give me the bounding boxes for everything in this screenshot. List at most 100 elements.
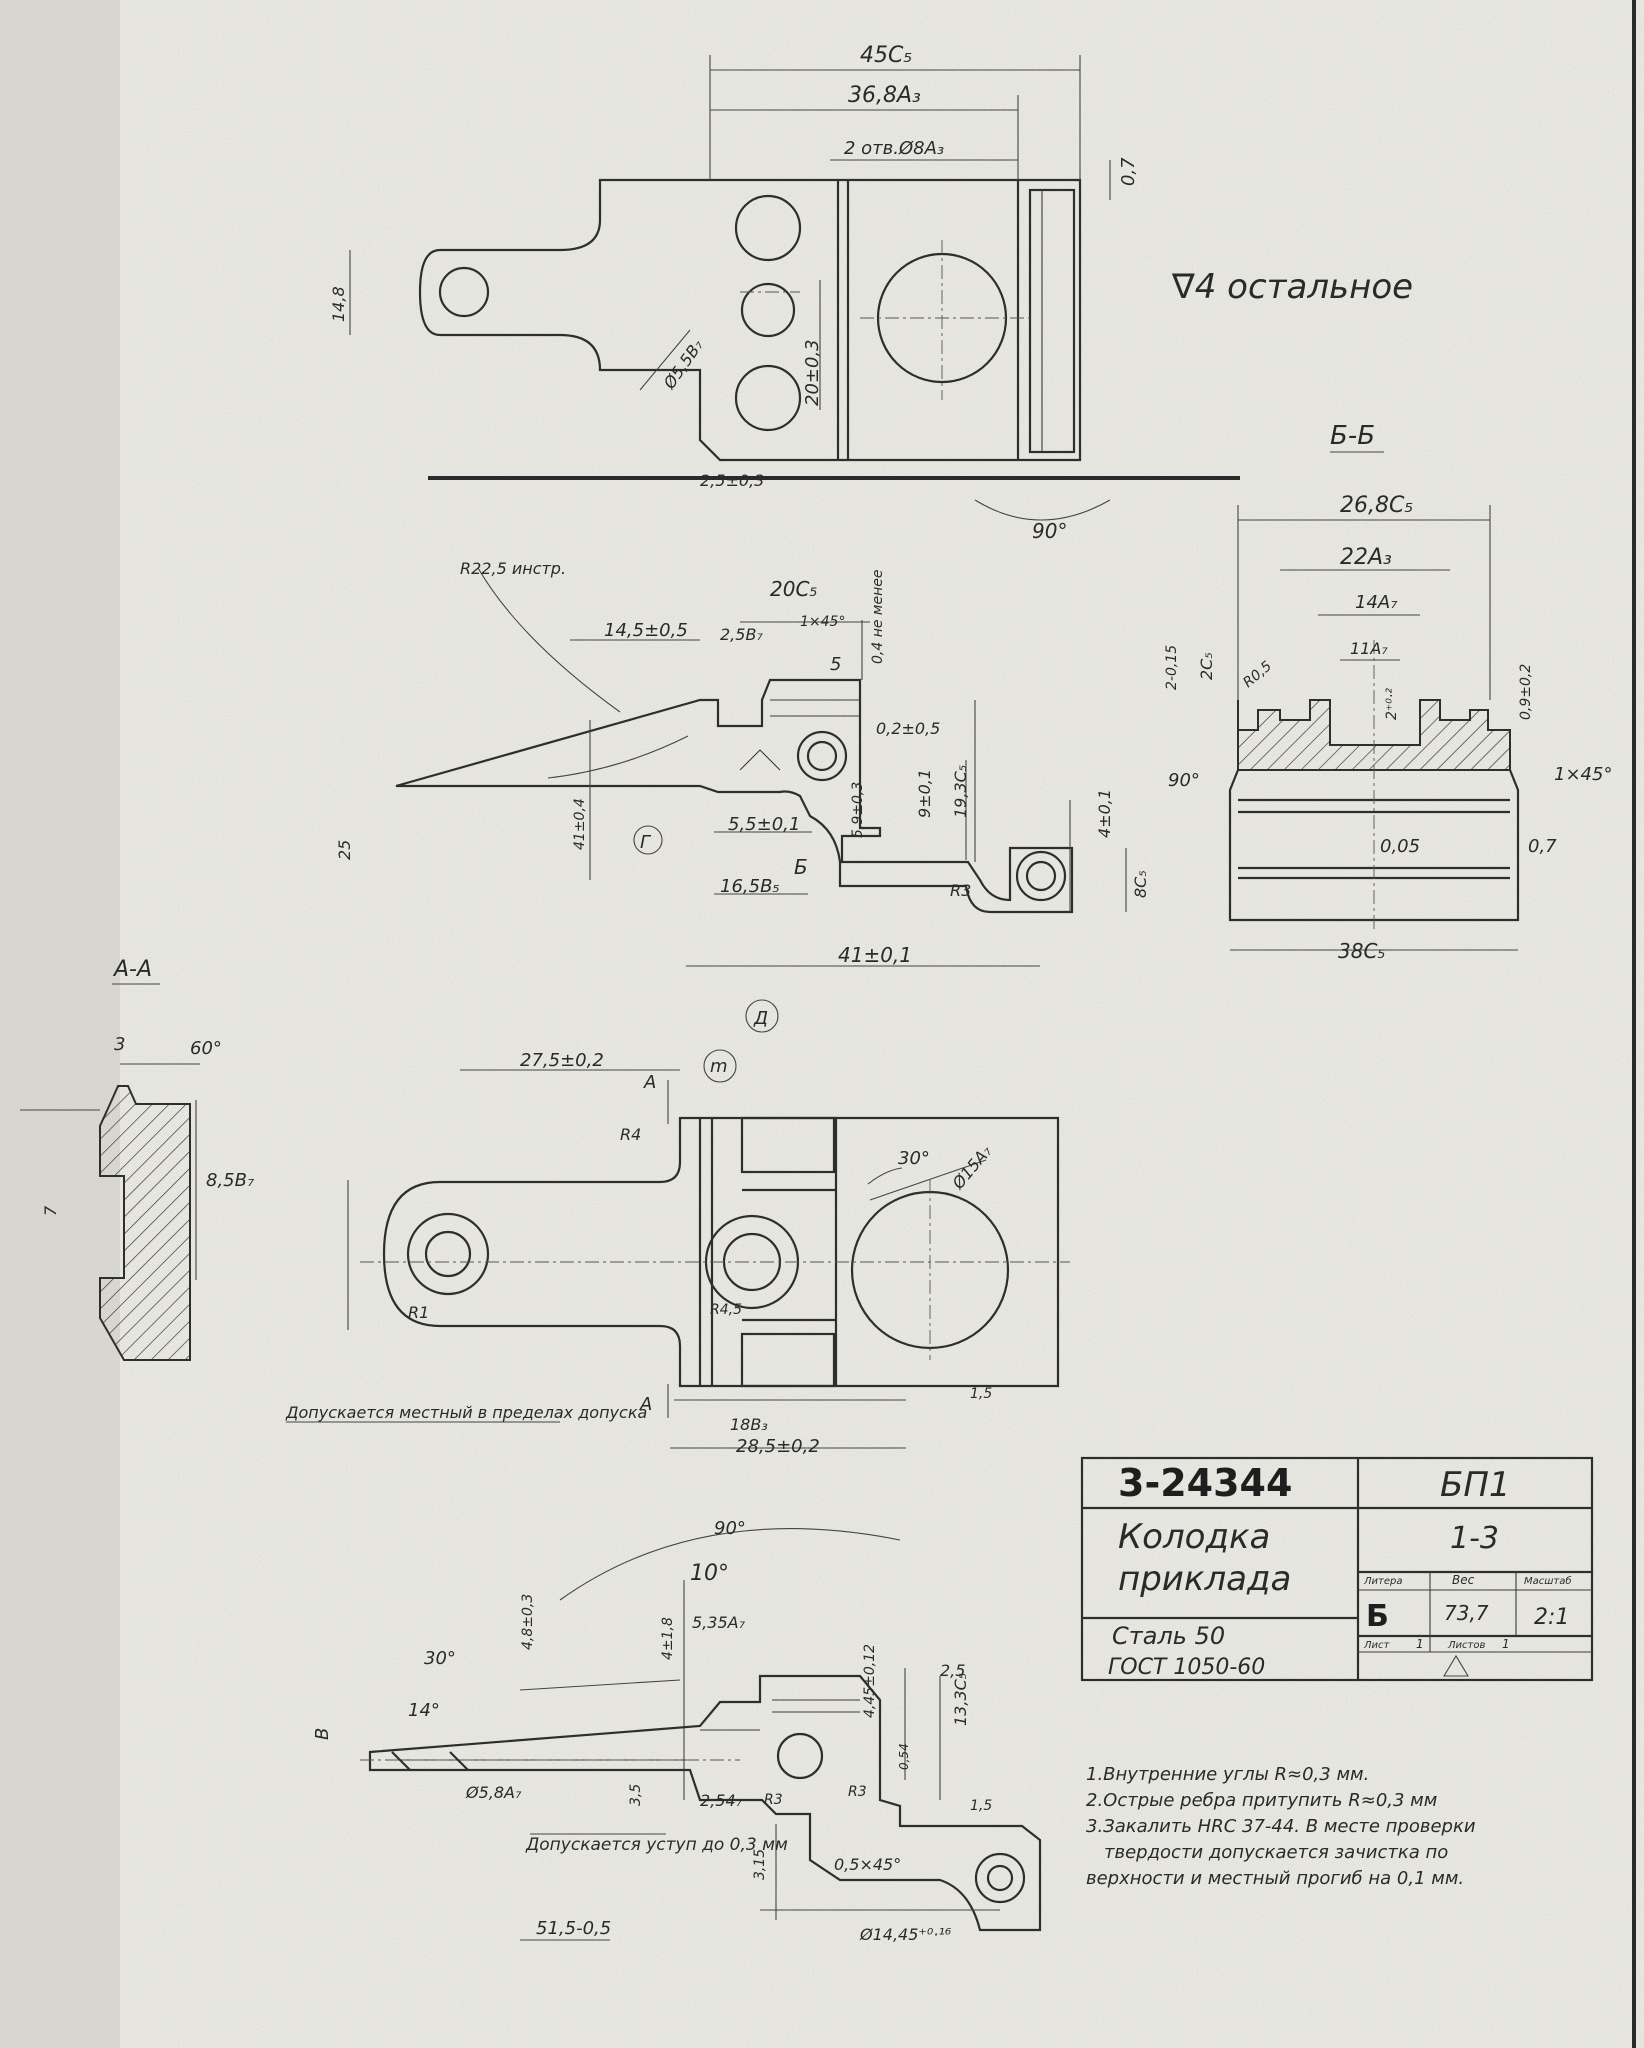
- dim-side-5-9: 5,9±0,3: [850, 782, 866, 838]
- dim-det-4-45: 4,45±0,12: [862, 1644, 878, 1718]
- dim-side-41-1: 41±0,1: [838, 943, 912, 967]
- dim-side-0-4: 0,4 не менее: [870, 570, 886, 665]
- dim-side-5-5: 5,5±0,1: [728, 814, 800, 835]
- dim-plan-30: 30°: [898, 1148, 930, 1169]
- section-bb: [1228, 505, 1520, 951]
- dim-det-3-5: 3,5: [628, 1784, 644, 1806]
- dim-det-2-5: 2,5: [940, 1661, 965, 1680]
- dim-det-0-54: 0,54: [897, 1743, 911, 1770]
- revision-triangle: [1443, 1654, 1469, 1677]
- dim-det-5-8: Ø5,8A₇: [465, 1783, 522, 1802]
- dim-det-r3-a: R3: [764, 1792, 783, 1808]
- dim-top-2-holes: 2 отв.Ø8A₃: [844, 138, 944, 159]
- material-line2: ГОСТ 1050-60: [1108, 1655, 1265, 1680]
- material-line1: Сталь 50: [1112, 1622, 1225, 1650]
- note-line-1: 1.Внутренние углы R≈0,3 мм.: [1086, 1764, 1369, 1785]
- part-name-line2: приклада: [1118, 1559, 1291, 1599]
- dim-plan-28-5: 28,5±0,2: [736, 1436, 820, 1457]
- dim-side-41-4: 41±0,4: [572, 798, 588, 850]
- dim-side-19-3: 19,3C₅: [951, 765, 970, 818]
- top-view: [349, 55, 1111, 462]
- dim-aa-8-5: 8,5B₇: [206, 1170, 255, 1191]
- scale-label: Масштаб: [1524, 1575, 1572, 1587]
- part-name-line1: Колодка: [1118, 1517, 1270, 1557]
- dim-side-chamfer: 1×45°: [800, 614, 845, 630]
- detail-view: [360, 1528, 1042, 1941]
- dim-aa-3: 3: [114, 1034, 125, 1055]
- label-plan-m: m: [710, 1056, 728, 1077]
- dim-bb-2-02: 2⁺⁰·²: [1384, 688, 1400, 720]
- mass-label: Вес: [1452, 1573, 1475, 1587]
- dim-bb-chamfer: 1×45°: [1554, 764, 1612, 785]
- dim-bb-11: 11A₇: [1350, 639, 1388, 658]
- dim-det-2-54: 2,54₇: [700, 1791, 743, 1810]
- dim-plan-1-5: 1,5: [970, 1386, 992, 1402]
- plan-view: [347, 1069, 1070, 1449]
- dim-det-10: 10°: [690, 1561, 729, 1586]
- scale-value: 2:1: [1534, 1605, 1569, 1630]
- dim-bb-14: 14A₇: [1355, 592, 1398, 613]
- sheet-value: 1: [1416, 1637, 1424, 1651]
- dim-det-3-15: 3,15: [752, 1849, 768, 1880]
- dim-side-25: 25: [335, 840, 354, 860]
- label-side-g: Г: [640, 832, 652, 853]
- dim-det-1-5: 1,5: [970, 1798, 992, 1814]
- note-line-5: верхности и местный прогиб на 0,1 мм.: [1086, 1868, 1464, 1889]
- dim-side-0-2: 0,2±0,5: [876, 719, 940, 738]
- dim-bb-26-8: 26,8C₅: [1340, 493, 1413, 518]
- drawing-number: 3-24344: [1118, 1461, 1292, 1505]
- dim-det-30: 30°: [424, 1648, 456, 1669]
- dim-side-16-5: 16,5B₅: [720, 876, 780, 897]
- dim-side-9: 9±0,1: [915, 769, 934, 818]
- sheet-label: Лист: [1363, 1640, 1391, 1651]
- note-line-3: 3.Закалить HRC 37-44. В месте проверки: [1086, 1816, 1476, 1837]
- dim-bb-2-015: 2-0,15: [1164, 645, 1180, 690]
- label-side-b: Б: [794, 855, 808, 879]
- note-line-2: 2.Острые ребра притупить R≈0,3 мм: [1086, 1790, 1437, 1811]
- plan-note: Допускается местный в пределах допуска: [285, 1403, 647, 1422]
- dim-plan-r4-5: R4,5: [710, 1302, 742, 1318]
- dim-plan-r4-top: R4: [620, 1125, 641, 1144]
- section-aa: [20, 1063, 200, 1361]
- label-plan-a-top: А: [643, 1072, 656, 1093]
- sheet-code: 1-3: [1450, 1521, 1499, 1556]
- sheets-label: Листов: [1447, 1640, 1485, 1651]
- litera-value: Б: [1366, 1599, 1389, 1634]
- dim-top-2-5: 2,5±0,3: [700, 471, 764, 490]
- dim-det-r3-b: R3: [848, 1784, 867, 1800]
- dim-side-r3: R3: [950, 881, 971, 900]
- dim-bb-90: 90°: [1168, 770, 1200, 791]
- dim-bb-0-7: 0,7: [1528, 836, 1557, 857]
- drawing-code: БП1: [1440, 1465, 1511, 1505]
- dim-det-4-8: 4,8±0,3: [520, 1594, 536, 1650]
- note-line-4: твердости допускается зачистка по: [1104, 1842, 1448, 1863]
- dim-bb-0-05: 0,05: [1380, 836, 1420, 857]
- dim-bb-2c5: 2C₅: [1197, 652, 1216, 680]
- dim-det-14: 14°: [408, 1700, 440, 1721]
- sheets-value: 1: [1502, 1637, 1510, 1651]
- dim-bb-22: 22A₃: [1340, 545, 1392, 570]
- dim-det-90: 90°: [714, 1518, 746, 1539]
- surface-finish-note: ∇4 остальное: [1171, 267, 1413, 307]
- dim-aa-7: 7: [41, 1205, 60, 1216]
- angle-90-top: 90°: [1032, 519, 1067, 543]
- dim-side-14-5: 14,5±0,5: [604, 620, 688, 641]
- dim-side-20: 20C₅: [770, 577, 817, 601]
- litera-label: Литера: [1363, 1576, 1402, 1587]
- dim-side-5: 5: [830, 654, 841, 675]
- side-view: [395, 567, 1127, 967]
- section-bb-title: Б-Б: [1330, 421, 1375, 451]
- label-det-v: В: [312, 1728, 333, 1740]
- technical-notes: 1.Внутренние углы R≈0,3 мм. 2.Острые реб…: [1086, 1764, 1476, 1889]
- dim-det-4-1-8: 4±1,8: [660, 1617, 676, 1660]
- label-plan-a-bottom: А: [639, 1394, 652, 1415]
- dim-bb-38: 38C₅: [1338, 939, 1385, 963]
- section-aa-title: А-А: [112, 957, 152, 982]
- dim-det-13-3: 13,3C₅: [951, 1673, 970, 1726]
- dim-plan-r1: R1: [408, 1303, 429, 1322]
- label-side-d: Д: [753, 1008, 768, 1029]
- dim-top-0-7: 0,7: [1118, 157, 1139, 186]
- dim-bb-0-9: 0,9±0,2: [1518, 664, 1534, 720]
- dim-side-2-5: 2,5B₇: [720, 625, 763, 644]
